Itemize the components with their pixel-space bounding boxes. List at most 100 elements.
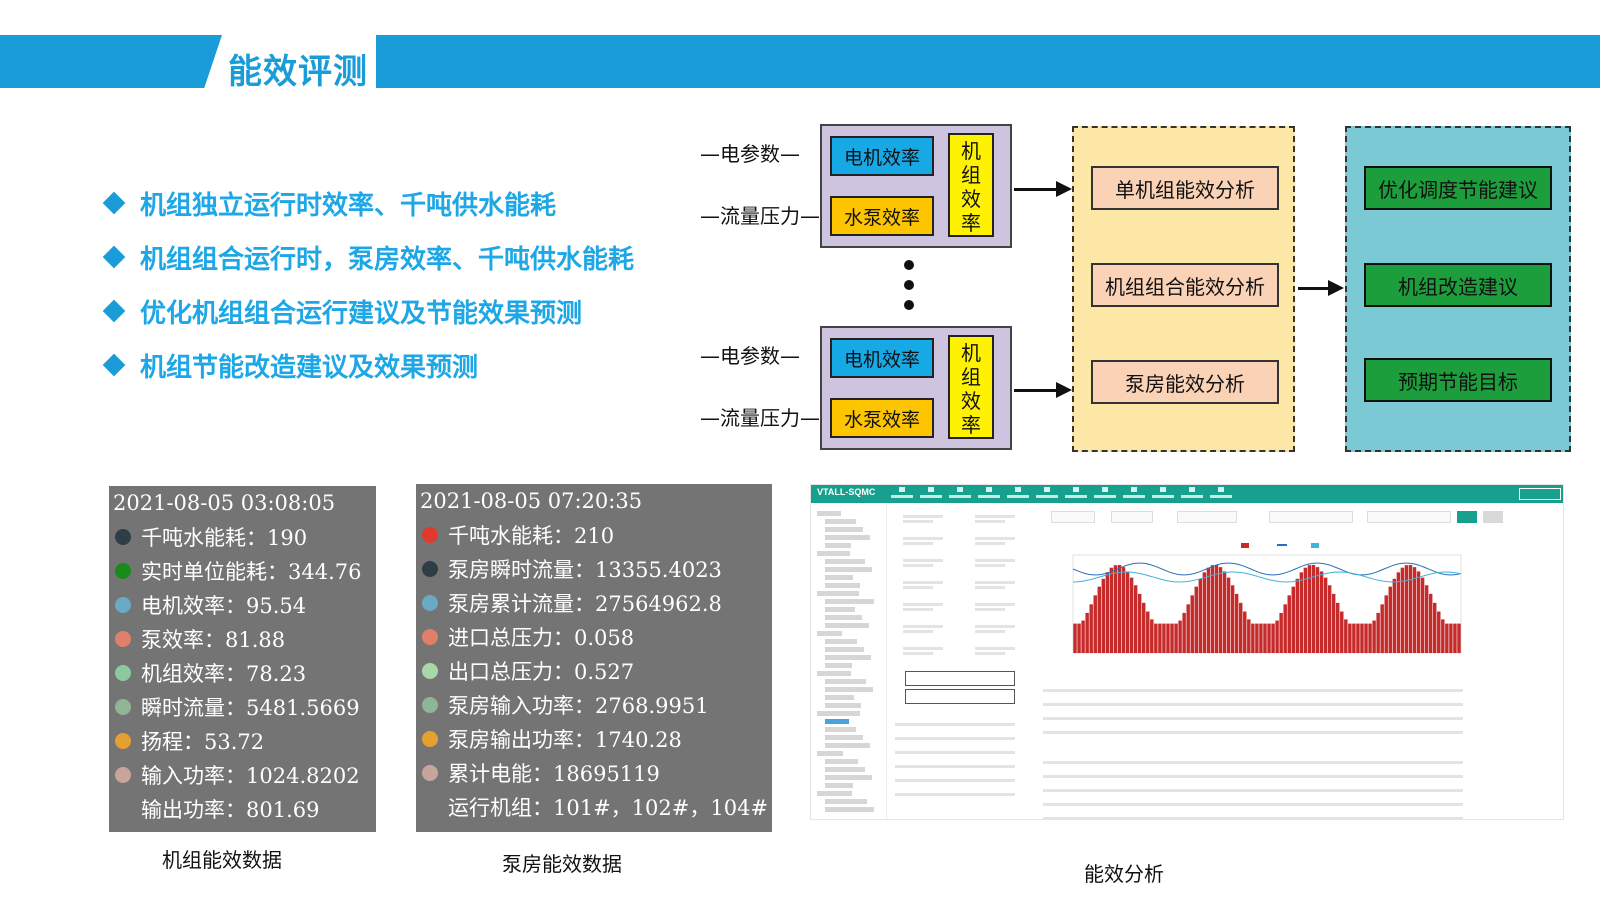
- metric-text: 泵房输出功率：1740.28: [448, 728, 682, 752]
- tree-item[interactable]: [817, 711, 860, 716]
- legend-dot-icon: [115, 631, 131, 647]
- tree-item[interactable]: [825, 623, 869, 628]
- unit-box-top: 电机效率 水泵效率 机组效率: [820, 124, 1012, 248]
- metric-text: 出口总压力：0.527: [448, 660, 635, 684]
- nav-menu-item[interactable]: [920, 487, 942, 501]
- tree-item[interactable]: [825, 775, 872, 780]
- header-band-right: [376, 35, 1600, 88]
- metric-placeholder: [903, 652, 933, 655]
- tree-item[interactable]: [825, 743, 870, 748]
- nav-menu-item[interactable]: [949, 487, 971, 501]
- tree-item[interactable]: [825, 703, 861, 708]
- diamond-bullet-icon: [102, 245, 126, 269]
- tree-item[interactable]: [825, 519, 856, 524]
- tree-item[interactable]: [825, 647, 864, 652]
- nav-menu-item[interactable]: [1210, 487, 1232, 501]
- tree-item[interactable]: [825, 567, 872, 572]
- tree-item[interactable]: [825, 695, 854, 700]
- tree-item[interactable]: [825, 615, 862, 620]
- tree-item[interactable]: [825, 543, 851, 548]
- export-button[interactable]: [1483, 511, 1503, 523]
- tree-item[interactable]: [825, 759, 858, 764]
- metric-placeholder: [903, 537, 943, 540]
- tree-item[interactable]: [825, 527, 863, 532]
- chart-bar: [1190, 595, 1194, 653]
- tree-item[interactable]: [817, 671, 851, 676]
- chart-bar: [1206, 567, 1211, 653]
- tree-item[interactable]: [825, 599, 874, 604]
- tree-item[interactable]: [825, 687, 873, 692]
- chart-bar: [1420, 577, 1425, 653]
- nav-menu-item[interactable]: [1065, 487, 1087, 501]
- dashboard-top-button[interactable]: [1519, 488, 1561, 500]
- analysis-panel: 单机组能效分析 机组组合能效分析 泵房能效分析: [1072, 126, 1295, 452]
- tree-item[interactable]: [825, 799, 867, 804]
- tree-item[interactable]: [825, 807, 874, 812]
- tree-item[interactable]: [825, 663, 852, 668]
- chart-bar: [1319, 571, 1324, 653]
- metric-placeholder: [975, 586, 1005, 589]
- chart-bar: [1239, 602, 1243, 653]
- metric-text: 实时单位能耗：344.76: [141, 560, 362, 584]
- tree-item[interactable]: [817, 751, 843, 756]
- query-button[interactable]: [1457, 511, 1477, 523]
- legend-dot-icon: [422, 629, 438, 645]
- panel-timestamp: 2021-08-05 03:08:05: [113, 491, 336, 515]
- tree-item[interactable]: [825, 639, 857, 644]
- tree-item[interactable]: [825, 679, 866, 684]
- metric-placeholder: [903, 515, 943, 518]
- chart-bar: [1445, 623, 1449, 653]
- chart-bar: [1327, 585, 1332, 653]
- tree-item[interactable]: [817, 631, 842, 636]
- chart-bar: [1287, 595, 1291, 653]
- nav-menu-item[interactable]: [1036, 487, 1058, 501]
- tree-item[interactable]: [825, 727, 856, 732]
- bullet-item: 机组节能改造建议及效果预测: [100, 348, 700, 383]
- tree-item[interactable]: [825, 655, 871, 660]
- tree-item[interactable]: [817, 551, 850, 556]
- nav-menu-item[interactable]: [891, 487, 913, 501]
- tree-item[interactable]: [825, 735, 863, 740]
- tree-item[interactable]: [817, 591, 859, 596]
- chart-bar: [1109, 567, 1114, 653]
- metric-text: 电机效率：95.54: [141, 594, 307, 618]
- start-date-input[interactable]: [1269, 511, 1353, 523]
- tree-item[interactable]: [825, 767, 865, 772]
- chart-bar: [1166, 623, 1170, 653]
- tree-item[interactable]: [825, 607, 855, 612]
- filter-radio[interactable]: [1111, 511, 1153, 523]
- metric-row: 千吨水能耗：210: [416, 518, 772, 552]
- nav-menu-item[interactable]: [1181, 487, 1203, 501]
- chart-bar: [1404, 565, 1409, 653]
- tree-item[interactable]: [825, 719, 849, 724]
- chart-bar: [1251, 623, 1255, 653]
- metric-row: 机组效率：78.23: [109, 656, 376, 690]
- tree-item[interactable]: [825, 559, 865, 564]
- tree-item[interactable]: [817, 791, 852, 796]
- filter-radio[interactable]: [1051, 511, 1095, 523]
- dashboard-brand: VTALL-SQMC: [817, 487, 876, 497]
- nav-menu-item[interactable]: [978, 487, 1000, 501]
- metric-placeholder: [903, 581, 943, 584]
- nav-menu-item[interactable]: [1123, 487, 1145, 501]
- retrofit-suggestion-box: 机组改造建议: [1364, 263, 1552, 307]
- chart-bar: [1073, 623, 1077, 653]
- period-select[interactable]: [1177, 511, 1237, 523]
- chart-bar: [1388, 586, 1392, 653]
- end-date-input[interactable]: [1367, 511, 1451, 523]
- tree-item[interactable]: [825, 583, 860, 588]
- metric-text: 机组效率：78.23: [141, 662, 307, 686]
- tree-item[interactable]: [825, 535, 870, 540]
- nav-menu-item[interactable]: [1007, 487, 1029, 501]
- tree-item[interactable]: [825, 575, 853, 580]
- chart-bar: [1336, 602, 1340, 653]
- metric-placeholder: [975, 520, 1005, 523]
- bullet-item: 优化机组组合运行建议及节能效果预测: [100, 294, 700, 329]
- tree-item[interactable]: [825, 783, 853, 788]
- tree-item[interactable]: [817, 511, 841, 516]
- chart-bar: [1372, 620, 1376, 653]
- nav-menu-item[interactable]: [1094, 487, 1116, 501]
- nav-menu-item[interactable]: [1152, 487, 1174, 501]
- legend-dot-icon: [422, 561, 438, 577]
